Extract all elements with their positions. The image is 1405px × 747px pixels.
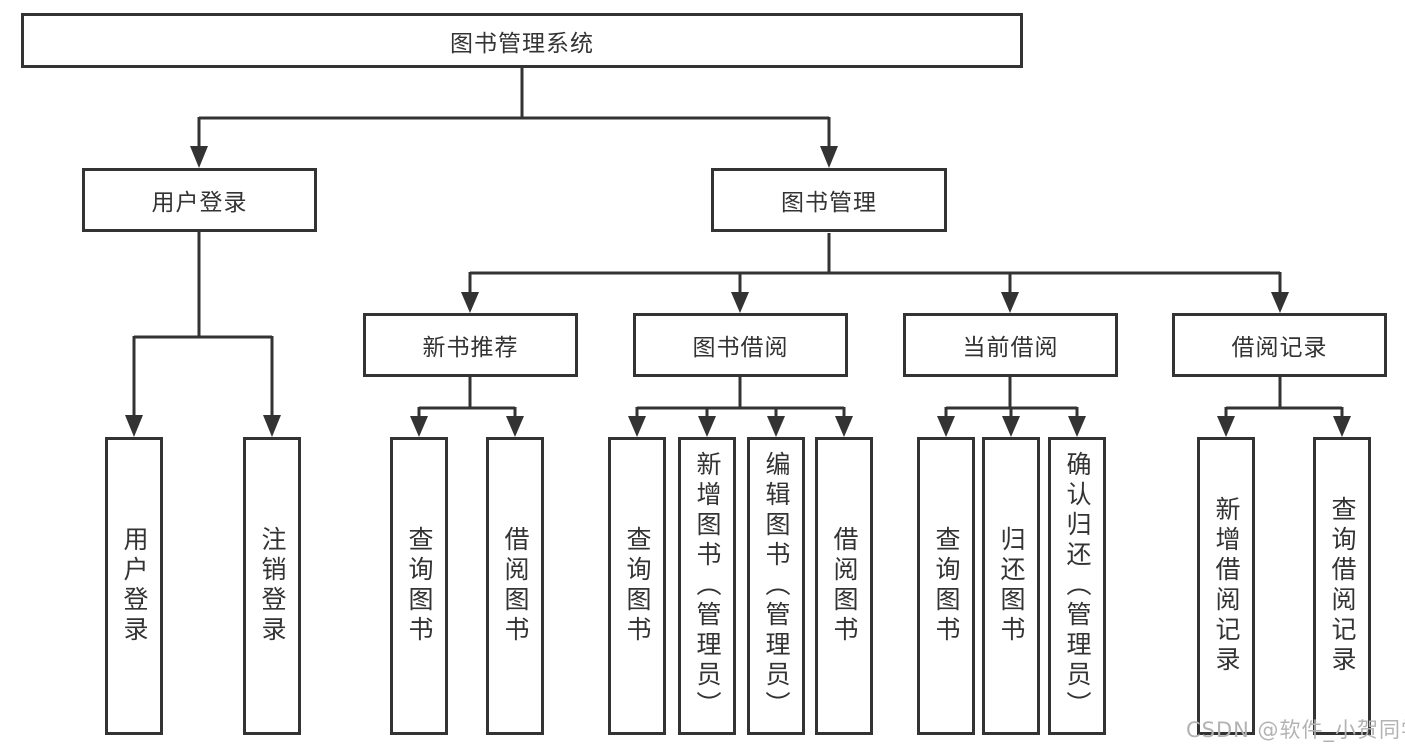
node-book-borrow: 图书借阅 bbox=[633, 313, 848, 377]
leaf-logout: 注销登录 bbox=[243, 437, 301, 735]
leaf-return-books: 归还图书 bbox=[982, 437, 1040, 735]
connector-root-to-level2 bbox=[190, 68, 838, 168]
node-label: 查询图书 bbox=[932, 526, 961, 646]
node-label: 查询借阅记录 bbox=[1328, 496, 1357, 676]
node-label: 新书推荐 bbox=[422, 335, 519, 361]
leaf-query-books-recommend: 查询图书 bbox=[390, 437, 448, 735]
leaf-edit-books-admin: 编辑图书（管理员） bbox=[747, 437, 805, 735]
csdn-watermark: CSDN @软件_小贺同学 bbox=[1186, 718, 1405, 742]
connector-book-borrow-children bbox=[628, 377, 853, 437]
node-label: 图书管理 bbox=[781, 190, 877, 216]
node-label: 注销登录 bbox=[258, 526, 287, 646]
node-label: 借阅记录 bbox=[1231, 335, 1328, 361]
node-library-management-system: 图书管理系统 bbox=[21, 13, 1023, 68]
node-label: 用户登录 bbox=[151, 190, 248, 216]
node-new-book-recommend: 新书推荐 bbox=[363, 313, 578, 377]
node-label: 编辑图书（管理员） bbox=[762, 451, 791, 721]
node-label: 借阅图书 bbox=[501, 526, 530, 646]
node-label: 当前借阅 bbox=[962, 335, 1059, 361]
node-label: 新增图书（管理员） bbox=[693, 451, 722, 721]
leaf-user-login: 用户登录 bbox=[105, 437, 163, 735]
leaf-query-borrow-record: 查询借阅记录 bbox=[1313, 437, 1371, 735]
node-current-borrow: 当前借阅 bbox=[903, 313, 1118, 377]
leaf-borrow-books: 借阅图书 bbox=[815, 437, 873, 735]
connector-current-borrow-children bbox=[937, 377, 1086, 437]
leaf-add-borrow-record: 新增借阅记录 bbox=[1197, 437, 1255, 735]
node-label: 图书借阅 bbox=[692, 335, 789, 361]
node-borrow-records: 借阅记录 bbox=[1172, 313, 1387, 377]
node-label: 用户登录 bbox=[120, 526, 149, 646]
node-user-login: 用户登录 bbox=[82, 168, 317, 232]
node-label: 归还图书 bbox=[997, 526, 1026, 646]
node-label: 新增借阅记录 bbox=[1212, 496, 1241, 676]
leaf-borrow-books-recommend: 借阅图书 bbox=[486, 437, 544, 735]
leaf-confirm-return-admin: 确认归还（管理员） bbox=[1048, 437, 1106, 735]
connector-new-book-recommend-children bbox=[410, 377, 524, 437]
node-label: 确认归还（管理员） bbox=[1063, 451, 1092, 721]
leaf-add-books-admin: 新增图书（管理员） bbox=[678, 437, 736, 735]
node-label: 图书管理系统 bbox=[450, 30, 594, 57]
leaf-query-books-borrow: 查询图书 bbox=[608, 437, 666, 735]
node-label: 借阅图书 bbox=[830, 526, 859, 646]
connector-book-management-children bbox=[461, 233, 1289, 313]
leaf-query-books-current: 查询图书 bbox=[917, 437, 975, 735]
connector-borrow-records-children bbox=[1217, 377, 1351, 437]
connector-user-login-children bbox=[125, 232, 281, 437]
node-book-management: 图书管理 bbox=[711, 168, 947, 232]
node-label: 查询图书 bbox=[405, 526, 434, 646]
node-label: 查询图书 bbox=[623, 526, 652, 646]
